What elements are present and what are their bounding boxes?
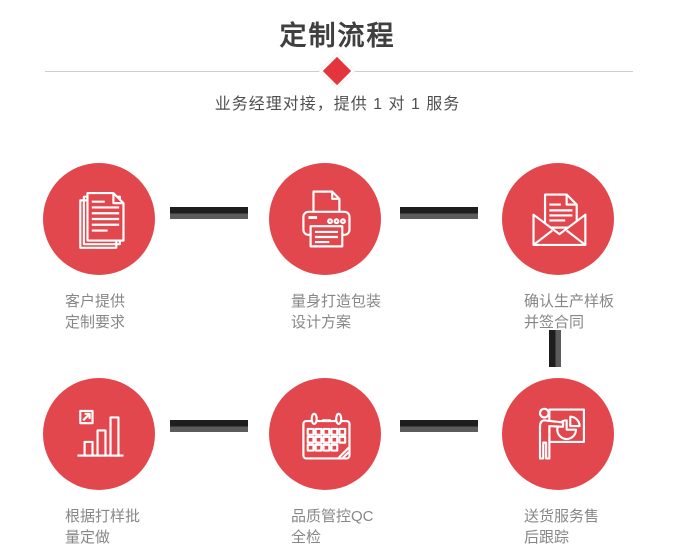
process-step-5: 品质管控QC 全检 <box>250 378 400 548</box>
process-step-1: 客户提供 定制要求 <box>24 163 174 333</box>
step-circle <box>269 163 381 275</box>
step-circle <box>269 378 381 490</box>
connector-step2-step3 <box>400 207 478 219</box>
connector-step1-step2 <box>170 207 248 219</box>
connector-step3-step6 <box>549 330 561 367</box>
step-label: 客户提供 定制要求 <box>65 293 126 331</box>
connector-step4-step5 <box>170 420 248 432</box>
subtitle: 业务经理对接，提供 1 对 1 服务 <box>214 96 461 113</box>
printer-icon <box>302 190 351 248</box>
step-circle <box>43 378 155 490</box>
step-label: 量身打造包装 设计方案 <box>291 293 382 331</box>
open-envelope-letter-icon <box>532 193 587 246</box>
process-step-2: 量身打造包装 设计方案 <box>250 163 400 333</box>
process-step-6: 送货服务售 后跟踪 <box>483 378 633 548</box>
growth-bar-chart-icon <box>77 409 124 457</box>
process-step-3: 确认生产样板 并签合同 <box>483 163 633 333</box>
step-circle <box>502 378 614 490</box>
documents-stack-icon <box>79 192 125 249</box>
page-title: 定制流程 <box>279 21 396 51</box>
diamond-icon <box>318 52 356 90</box>
step-label: 确认生产样板 并签合同 <box>524 293 615 331</box>
step-label: 品质管控QC 全检 <box>291 508 374 546</box>
calendar-icon <box>302 412 351 460</box>
process-step-4: 根据打样批 量定做 <box>24 378 174 548</box>
step-label: 送货服务售 后跟踪 <box>524 508 600 546</box>
step-circle <box>43 163 155 275</box>
presentation-speaker-icon <box>538 407 585 460</box>
step-circle <box>502 163 614 275</box>
connector-step5-step6 <box>400 420 478 432</box>
step-label: 根据打样批 量定做 <box>65 508 141 546</box>
